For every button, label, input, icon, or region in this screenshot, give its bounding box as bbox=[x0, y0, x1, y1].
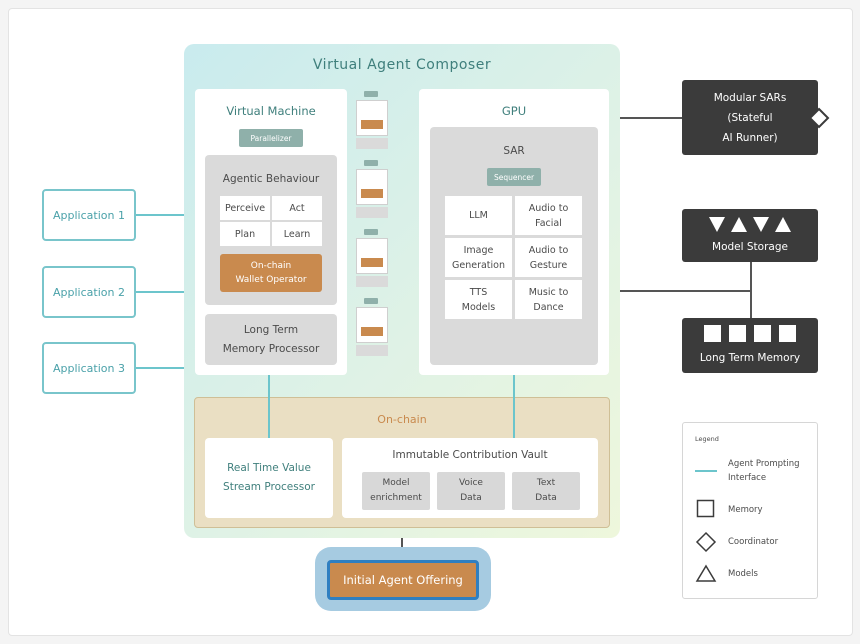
memory-processor-line-1: Long Term bbox=[243, 323, 299, 336]
wallet-line-2: Wallet Operator bbox=[235, 275, 307, 285]
agentic-behaviour-title: Agentic Behaviour bbox=[222, 172, 320, 185]
vault-title: Immutable Contribution Vault bbox=[392, 449, 548, 461]
battery-fill-3 bbox=[361, 258, 383, 267]
legend-square-icon bbox=[696, 499, 715, 518]
sars-line-2: (Stateful bbox=[727, 111, 773, 124]
sar-cell-4-line-2: Gesture bbox=[529, 259, 568, 271]
battery-body-2 bbox=[356, 169, 388, 205]
sar-title: SAR bbox=[503, 144, 525, 157]
vault-cell-1-line-2: enrichment bbox=[370, 493, 422, 503]
legend-label-memory: Memory bbox=[728, 505, 763, 515]
legend-label-coordinator: Coordinator bbox=[728, 537, 779, 547]
battery-cap-4 bbox=[364, 298, 378, 304]
sar-cell-2-line-1: Audio to bbox=[528, 202, 569, 214]
stream-line-1: Real Time Value bbox=[227, 462, 311, 474]
legend-line-icon bbox=[695, 470, 717, 472]
legend-triangle-icon bbox=[695, 564, 717, 582]
agentic-cell-perceive: Perceive bbox=[220, 196, 270, 220]
sar-cell-5: TTS Models bbox=[445, 280, 512, 319]
sars-line-3: AI Runner) bbox=[722, 131, 778, 144]
app2-connector bbox=[136, 291, 186, 293]
vault-cell-3-line-2: Data bbox=[535, 493, 557, 503]
battery-base-1 bbox=[356, 138, 388, 149]
sar-cell-2: Audio to Facial bbox=[515, 196, 582, 235]
legend-label-interface-1: Agent Prompting bbox=[728, 459, 800, 469]
application-3: Application 3 bbox=[42, 342, 136, 394]
coordinator-diamond-icon bbox=[808, 107, 830, 129]
sars-connector bbox=[609, 117, 683, 119]
battery-base-3 bbox=[356, 276, 388, 287]
modular-sars-box: Modular SARs (Stateful AI Runner) bbox=[682, 80, 818, 155]
agentic-cell-learn: Learn bbox=[272, 222, 322, 246]
app1-connector bbox=[136, 214, 186, 216]
onchain-title: On-chain bbox=[377, 412, 427, 426]
model-triangles-icon bbox=[709, 217, 791, 232]
sar-cell-6: Music to Dance bbox=[515, 280, 582, 319]
battery-base-4 bbox=[356, 345, 388, 356]
sar-cell-3-line-1: Image bbox=[463, 244, 494, 256]
battery-fill-2 bbox=[361, 189, 383, 198]
virtual-machine-title: Virtual Machine bbox=[226, 104, 316, 118]
battery-body-3 bbox=[356, 238, 388, 274]
storage-memory-connector bbox=[750, 262, 752, 318]
gpu-title: GPU bbox=[501, 104, 527, 118]
sar-cell-1: LLM bbox=[445, 196, 512, 235]
vault-cell-2-line-1: Voice bbox=[459, 478, 483, 488]
legend-label-interface: Agent Prompting Interface bbox=[728, 457, 816, 485]
legend-label-models: Models bbox=[728, 569, 758, 579]
long-term-memory-label: Long Term Memory bbox=[699, 352, 801, 364]
sars-line-1: Modular SARs bbox=[713, 91, 787, 104]
memory-processor-line-2: Memory Processor bbox=[222, 342, 320, 355]
vault-cell-2-line-2: Data bbox=[460, 493, 482, 503]
legend-title: Legend bbox=[695, 435, 719, 443]
sar-cell-5-line-1: TTS bbox=[469, 286, 488, 298]
battery-cap-2 bbox=[364, 160, 378, 166]
composer-title: Virtual Agent Composer bbox=[312, 57, 492, 73]
model-storage-box bbox=[682, 209, 818, 262]
sar-cell-6-line-1: Music to bbox=[528, 286, 569, 298]
vm-onchain-connector bbox=[268, 375, 270, 439]
wallet-line-1: On-chain bbox=[250, 261, 292, 271]
app3-connector bbox=[136, 367, 186, 369]
sar-cell-4: Audio to Gesture bbox=[515, 238, 582, 277]
parallelizer-tag: Parallelizer bbox=[239, 129, 303, 147]
model-storage-label: Model Storage bbox=[712, 241, 788, 253]
vault-cell-1-line-1: Model bbox=[382, 478, 410, 488]
offering-connector bbox=[401, 537, 403, 549]
agentic-cell-plan: Plan bbox=[220, 222, 270, 246]
gpu-onchain-connector bbox=[513, 375, 515, 439]
sequencer-tag: Sequencer bbox=[487, 168, 541, 186]
battery-body-1 bbox=[356, 100, 388, 136]
stream-line-2: Stream Processor bbox=[223, 481, 315, 493]
battery-cap-1 bbox=[364, 91, 378, 97]
sar-cell-4-line-1: Audio to bbox=[528, 244, 569, 256]
sar-cell-5-line-2: Models bbox=[461, 301, 496, 313]
battery-body-4 bbox=[356, 307, 388, 343]
agentic-cell-act: Act bbox=[272, 196, 322, 220]
stream-processor-box: Real Time Value Stream Processor bbox=[205, 438, 333, 518]
vault-cell-3-line-1: Text bbox=[536, 478, 556, 488]
memory-squares-icon bbox=[704, 325, 796, 342]
sar-cell-2-line-2: Facial bbox=[535, 217, 562, 229]
battery-fill-1 bbox=[361, 120, 383, 129]
battery-cap-3 bbox=[364, 229, 378, 235]
vault-cell-1: Model enrichment bbox=[362, 472, 430, 510]
wallet-operator-box: On-chain Wallet Operator bbox=[220, 254, 322, 292]
battery-fill-4 bbox=[361, 327, 383, 336]
application-1: Application 1 bbox=[42, 189, 136, 241]
sar-cell-3-line-2: Generation bbox=[452, 259, 505, 271]
application-2: Application 2 bbox=[42, 266, 136, 318]
sar-cell-6-line-2: Dance bbox=[533, 301, 564, 313]
storage-connector bbox=[609, 290, 751, 292]
legend-label-interface-2: Interface bbox=[728, 473, 767, 483]
sar-cell-1-line-1: LLM bbox=[469, 210, 488, 221]
memory-processor-box: Long Term Memory Processor bbox=[205, 314, 337, 365]
legend-diamond-icon bbox=[695, 531, 717, 553]
offering-button: Initial Agent Offering bbox=[327, 560, 479, 600]
battery-base-2 bbox=[356, 207, 388, 218]
